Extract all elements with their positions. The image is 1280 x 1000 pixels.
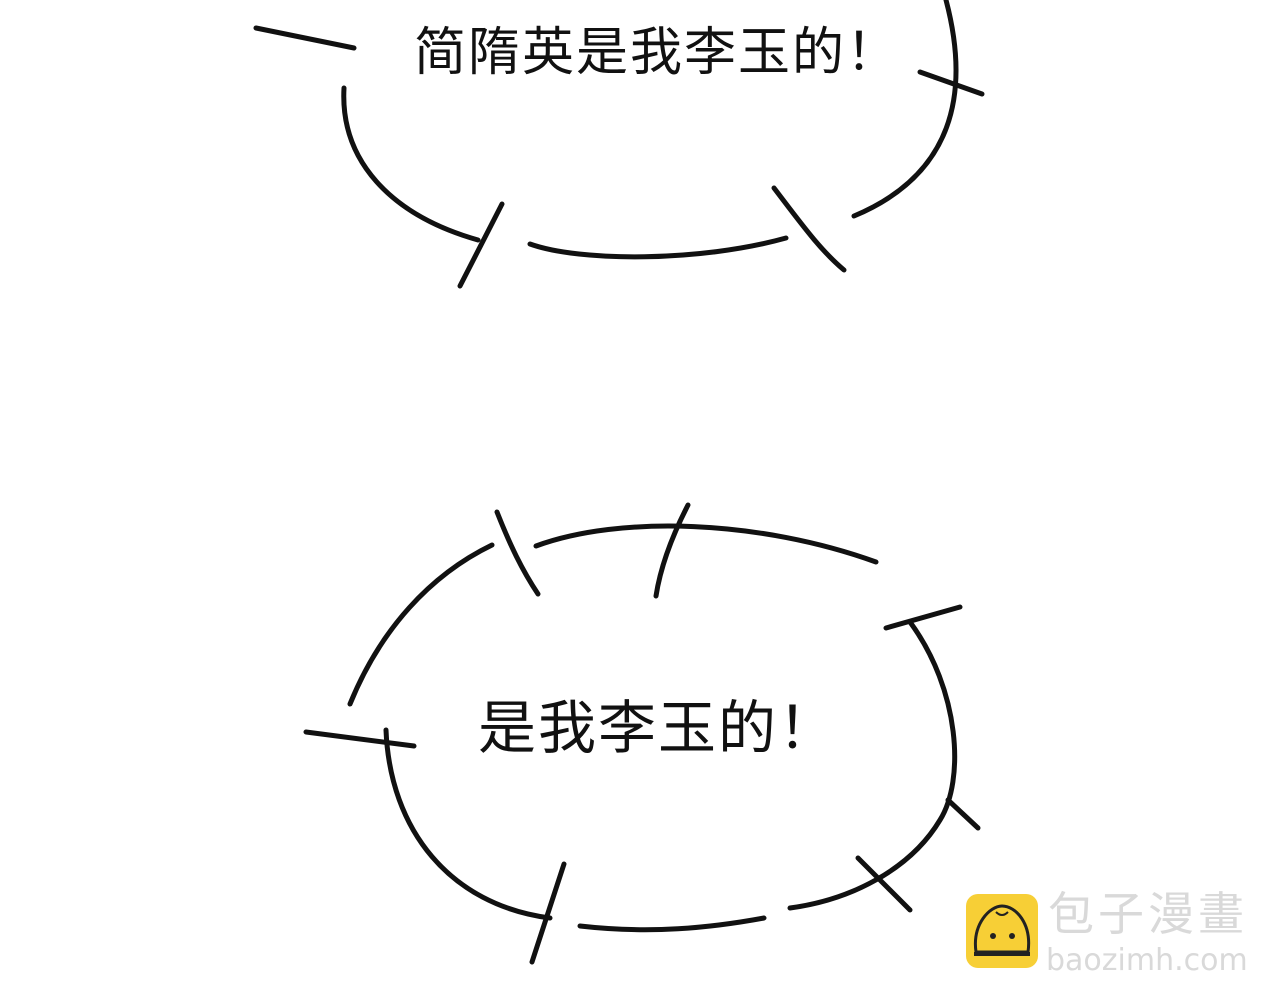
bubble2-stroke bbox=[883, 604, 963, 631]
bubble2-stroke bbox=[529, 861, 567, 965]
watermark: 包子漫畫 baozimh.com bbox=[966, 890, 1266, 986]
bubble1-stroke bbox=[527, 235, 789, 260]
bubble2-stroke bbox=[494, 509, 541, 597]
bubble2-stroke bbox=[577, 915, 767, 933]
bubble2-stroke bbox=[855, 855, 913, 913]
bubble1-stroke bbox=[457, 201, 505, 289]
bubble2-stroke bbox=[303, 729, 417, 749]
bubble2-stroke bbox=[347, 542, 495, 707]
bubble1-stroke bbox=[851, 0, 959, 219]
bubble2-stroke bbox=[383, 727, 553, 921]
bubble1-stroke bbox=[771, 185, 847, 273]
bubble2-stroke bbox=[787, 619, 958, 911]
watermark-url: baozimh.com bbox=[1046, 943, 1248, 978]
bubble2-stroke bbox=[945, 797, 981, 831]
watermark-name: 包子漫畫 bbox=[1048, 887, 1248, 941]
bubble2-stroke bbox=[653, 502, 691, 599]
bubble1-stroke bbox=[253, 25, 357, 51]
bun-logo-icon bbox=[966, 894, 1038, 968]
bubble2-stroke bbox=[533, 523, 879, 565]
speech-bubble-text-1: 简隋英是我李玉的！ bbox=[414, 23, 901, 83]
bubble1-stroke bbox=[917, 69, 985, 97]
bubble1-stroke bbox=[341, 85, 481, 243]
speech-bubble-text-2: 是我李玉的！ bbox=[478, 694, 839, 762]
